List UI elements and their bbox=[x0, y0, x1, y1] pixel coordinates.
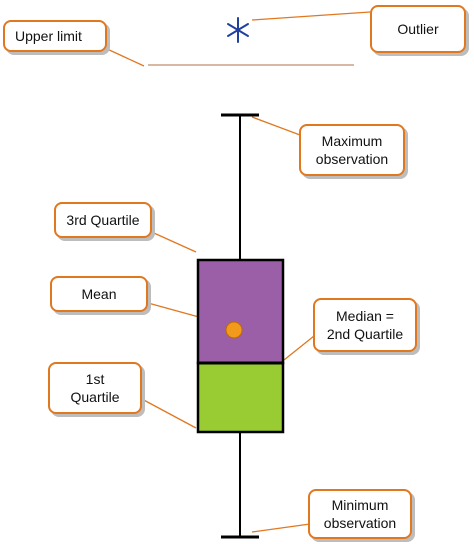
callout-upper-limit-text: Upper limit bbox=[15, 28, 82, 44]
leader-first-quartile bbox=[139, 397, 197, 429]
leader-outlier bbox=[251, 11, 371, 21]
callout-maximum-text: Maximum observation bbox=[315, 133, 389, 167]
leader-minimum bbox=[251, 523, 311, 533]
callout-median: Median = 2nd Quartile bbox=[313, 298, 417, 352]
callout-outlier-text: Outlier bbox=[397, 21, 439, 37]
callout-maximum: Maximum observation bbox=[299, 124, 405, 176]
leader-upper-limit bbox=[104, 47, 145, 67]
callout-minimum-text: Minimum observation bbox=[323, 497, 397, 531]
callout-third-quartile: 3rd Quartile bbox=[54, 202, 152, 238]
asterisk-marker-icon bbox=[227, 17, 249, 43]
leader-maximum bbox=[251, 116, 301, 136]
callout-upper-limit: Upper limit bbox=[3, 20, 107, 52]
callout-outlier: Outlier bbox=[370, 5, 466, 53]
callout-mean-text: Mean bbox=[81, 286, 117, 302]
circle-marker-icon bbox=[225, 321, 243, 339]
callout-first-quartile: 1st Quartile bbox=[48, 362, 142, 414]
callout-first-quartile-text: 1st Quartile bbox=[70, 371, 120, 405]
whiskers bbox=[221, 113, 259, 539]
leader-third-quartile bbox=[144, 228, 197, 253]
callout-third-quartile-text: 3rd Quartile bbox=[66, 212, 140, 228]
upper-box-q3 bbox=[196, 258, 285, 365]
callout-median-text: Median = 2nd Quartile bbox=[326, 308, 404, 342]
leader-lines bbox=[104, 11, 371, 533]
callout-mean: Mean bbox=[50, 276, 148, 312]
callout-minimum: Minimum observation bbox=[308, 489, 412, 539]
leader-median bbox=[283, 335, 315, 361]
lower-box-q1 bbox=[196, 361, 285, 434]
